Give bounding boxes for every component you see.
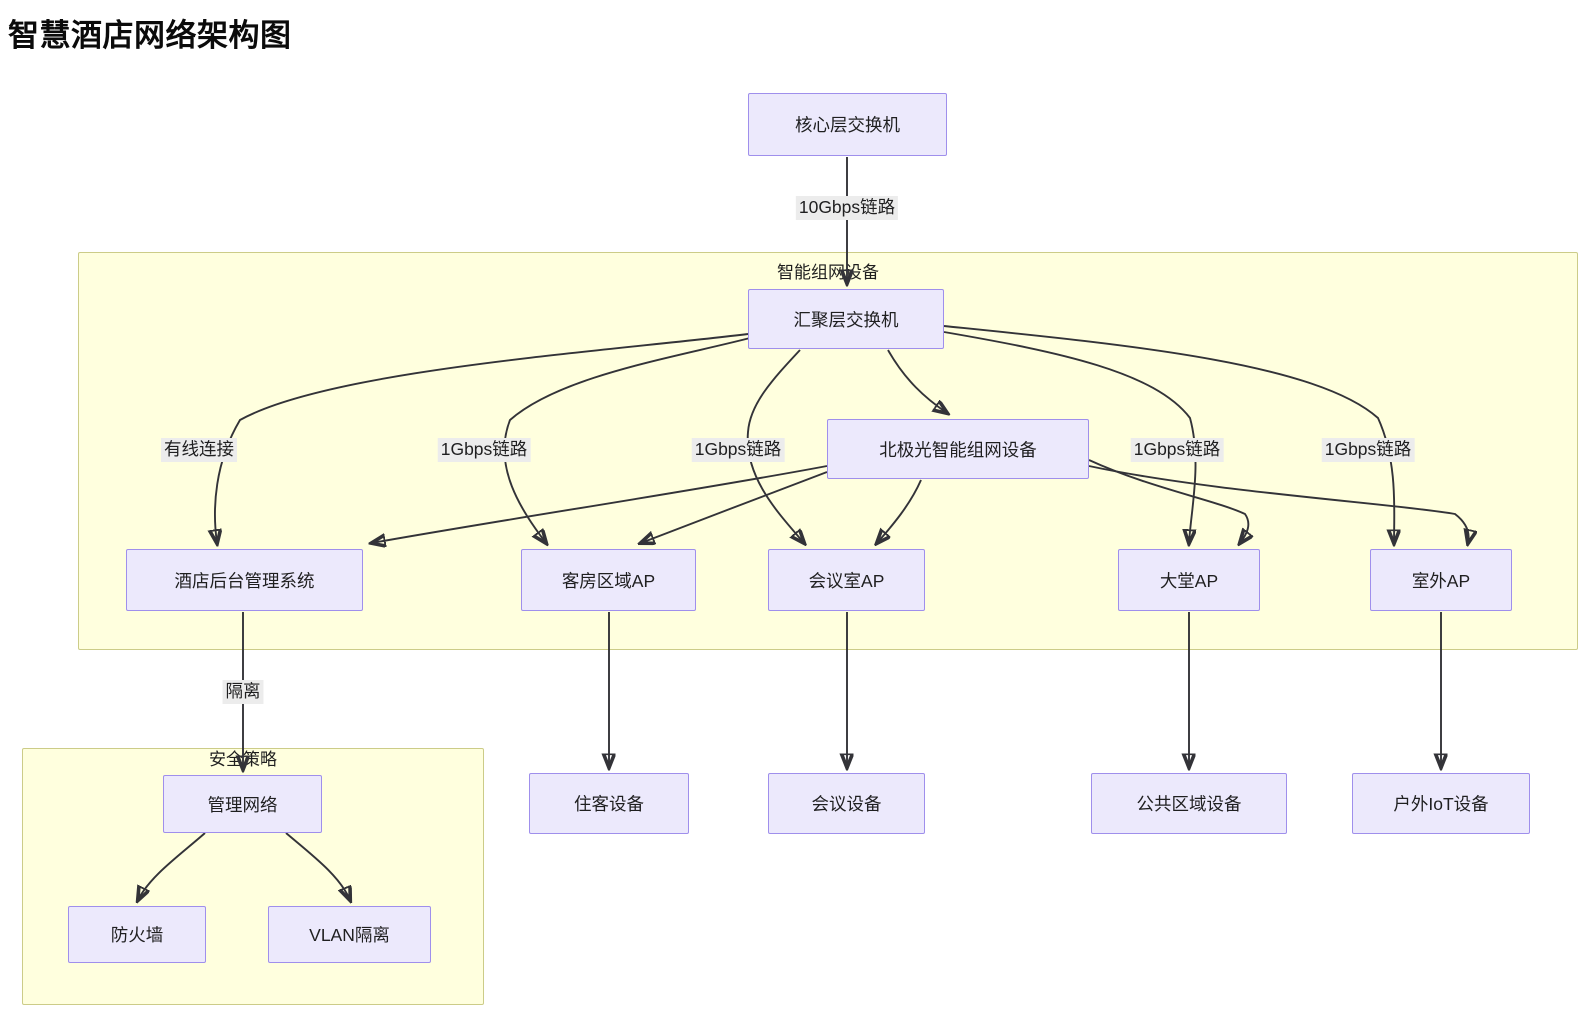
node-aurora-device[interactable]: 北极光智能组网设备 bbox=[827, 419, 1089, 479]
node-guest-devices[interactable]: 住客设备 bbox=[529, 773, 689, 834]
page-title: 智慧酒店网络架构图 bbox=[8, 18, 292, 53]
node-agg-switch[interactable]: 汇聚层交换机 bbox=[748, 289, 944, 349]
edge-label-core-to-agg: 10Gbps链路 bbox=[795, 196, 899, 220]
node-guestroom-ap[interactable]: 客房区域AP bbox=[521, 549, 696, 611]
edge-label-agg-to-outdoor: 1Gbps链路 bbox=[1321, 438, 1415, 462]
subgraph-label-security-policy: 安全策略 bbox=[209, 750, 277, 769]
node-core-switch[interactable]: 核心层交换机 bbox=[748, 93, 947, 156]
node-lobby-ap[interactable]: 大堂AP bbox=[1118, 549, 1260, 611]
node-outdoor-iot[interactable]: 户外IoT设备 bbox=[1352, 773, 1530, 834]
node-meeting-devices[interactable]: 会议设备 bbox=[768, 773, 925, 834]
edge-label-agg-to-backend: 有线连接 bbox=[161, 438, 237, 462]
node-vlan-isolation[interactable]: VLAN隔离 bbox=[268, 906, 431, 963]
subgraph-label-smart-networking: 智能组网设备 bbox=[777, 263, 879, 282]
node-meeting-ap[interactable]: 会议室AP bbox=[768, 549, 925, 611]
node-outdoor-ap[interactable]: 室外AP bbox=[1370, 549, 1512, 611]
edge-label-backend-to-mgmt: 隔离 bbox=[222, 680, 264, 704]
node-hotel-backend[interactable]: 酒店后台管理系统 bbox=[126, 549, 363, 611]
node-mgmt-network[interactable]: 管理网络 bbox=[163, 775, 322, 833]
edge-label-agg-to-guestroom: 1Gbps链路 bbox=[437, 438, 531, 462]
edge-label-agg-to-meeting: 1Gbps链路 bbox=[691, 438, 785, 462]
node-firewall[interactable]: 防火墙 bbox=[68, 906, 206, 963]
node-public-devices[interactable]: 公共区域设备 bbox=[1091, 773, 1287, 834]
edge-label-agg-to-lobby: 1Gbps链路 bbox=[1130, 438, 1224, 462]
